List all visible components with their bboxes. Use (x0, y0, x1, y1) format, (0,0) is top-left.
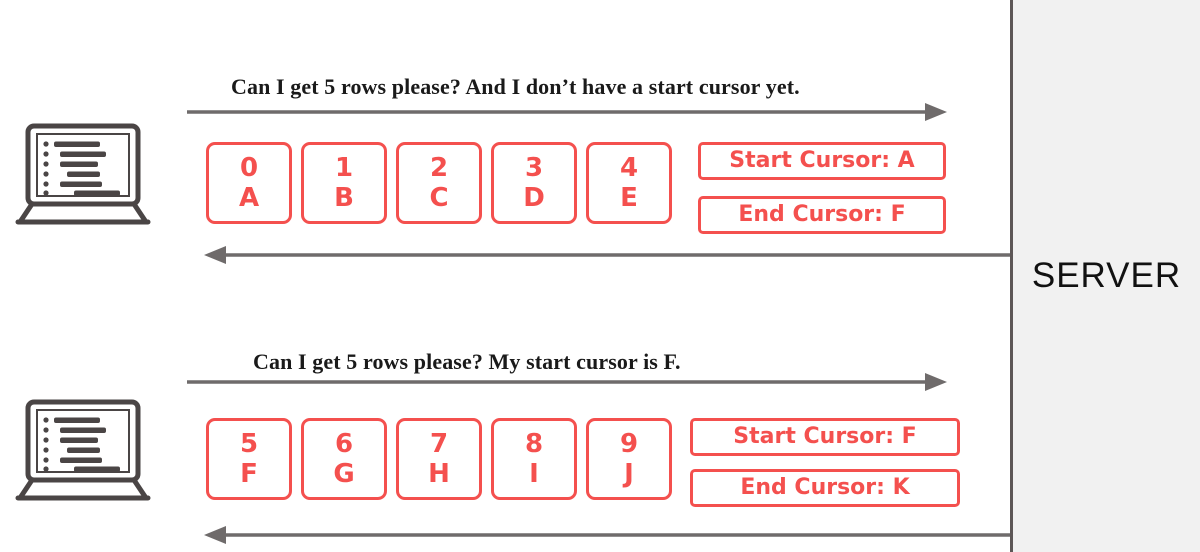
row-cursor: G (333, 459, 355, 489)
row-cell: 8 I (491, 418, 577, 500)
row-cursor: I (529, 459, 539, 489)
row-index: 2 (429, 153, 449, 183)
row-cell: 0 A (206, 142, 292, 224)
row-cell: 3 D (491, 142, 577, 224)
row-cursor: B (334, 183, 354, 213)
row-index: 9 (619, 429, 639, 459)
row-cursor: F (240, 459, 258, 489)
end-cursor-box: End Cursor: F (698, 196, 946, 234)
row-cursor: D (523, 183, 545, 213)
start-cursor-label: Start Cursor: A (729, 148, 915, 173)
laptop-icon (8, 394, 158, 506)
request-arrow-1 (185, 100, 955, 124)
row-cell: 9 J (586, 418, 672, 500)
request-label-2: Can I get 5 rows please? My start cursor… (253, 349, 681, 374)
row-index: 3 (524, 153, 544, 183)
row-cursor: C (429, 183, 449, 213)
row-index: 6 (334, 429, 354, 459)
end-cursor-label: End Cursor: F (738, 202, 906, 227)
response-arrow-2 (200, 523, 1012, 547)
response-arrow-1 (200, 243, 1012, 267)
laptop-icon (8, 118, 158, 230)
start-cursor-box: Start Cursor: A (698, 142, 946, 180)
row-cell: 6 G (301, 418, 387, 500)
row-cell: 1 B (301, 142, 387, 224)
row-cell: 2 C (396, 142, 482, 224)
row-index: 1 (334, 153, 354, 183)
row-index: 4 (619, 153, 639, 183)
row-cursor: H (428, 459, 450, 489)
server-panel: SERVER (1010, 0, 1200, 552)
row-index: 8 (524, 429, 544, 459)
start-cursor-box: Start Cursor: F (690, 418, 960, 456)
row-cell: 4 E (586, 142, 672, 224)
start-cursor-label: Start Cursor: F (733, 424, 917, 449)
row-cell: 5 F (206, 418, 292, 500)
row-cursor: A (238, 183, 260, 213)
row-index: 0 (239, 153, 259, 183)
end-cursor-label: End Cursor: K (740, 475, 910, 500)
end-cursor-box: End Cursor: K (690, 469, 960, 507)
request-arrow-2 (185, 370, 955, 394)
row-cell: 7 H (396, 418, 482, 500)
row-index: 7 (429, 429, 449, 459)
server-label: SERVER (1031, 256, 1182, 295)
row-cursor: J (624, 459, 634, 489)
row-index: 5 (239, 429, 259, 459)
row-cursor: E (620, 183, 638, 213)
request-label-1: Can I get 5 rows please? And I don’t hav… (231, 74, 800, 99)
